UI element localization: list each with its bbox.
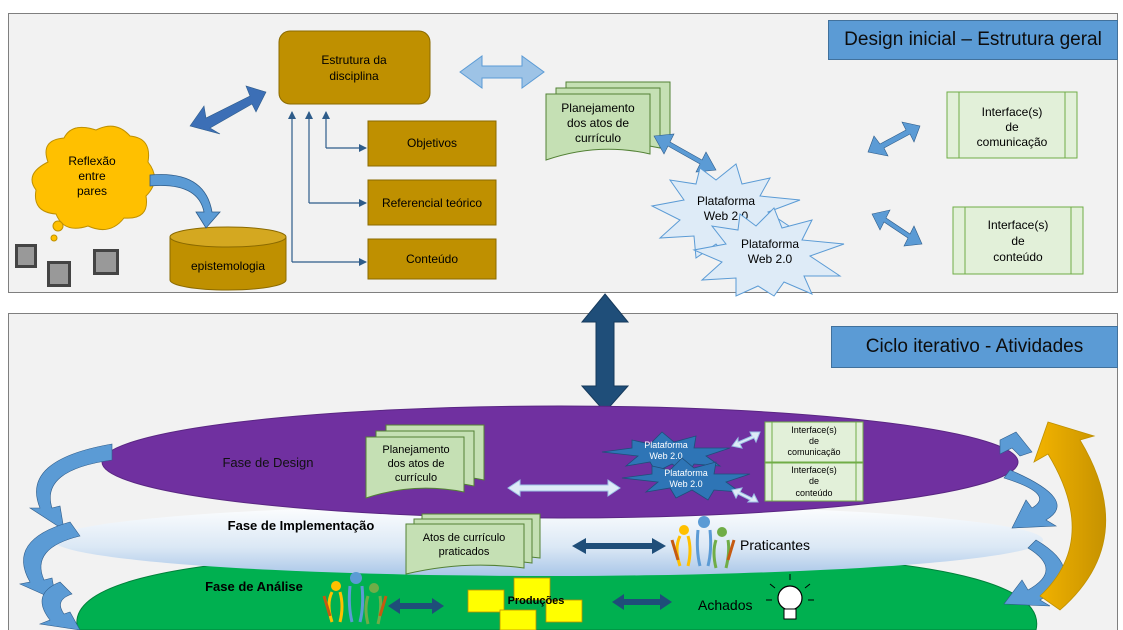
people-photo-icon [15, 244, 119, 287]
ciclo-planejamento-line1: Planejamento [382, 444, 449, 456]
ciclo-plataforma-2-line2: Web 2.0 [669, 479, 702, 489]
interface-conteudo-line1: Interface(s) [988, 218, 1049, 232]
ciclo-iterativo-title: Ciclo iterativo - Atividades [831, 326, 1118, 368]
ciclo-planejamento-plataforma-arrow [507, 479, 621, 497]
plataforma-1-line2: Web 2.0 [704, 209, 749, 223]
ciclo-plataforma-1-line2: Web 2.0 [649, 451, 682, 461]
reflexao-bubble [31, 125, 155, 242]
cycle-right-arrow-small [999, 431, 1033, 457]
ciclo-interface-comunicacao-box [764, 421, 864, 463]
estrutura-planejamento-arrow [459, 55, 545, 89]
cycle-left-arrow-1 [28, 443, 113, 531]
fase-analise-label: Fase de Análise [205, 579, 303, 594]
epistemologia-label: epistemologia [191, 259, 265, 273]
fase-implementacao-label: Fase de Implementação [228, 518, 375, 533]
interface-comunicacao-line3: comunicação [977, 135, 1048, 149]
planejamento-line3: currículo [575, 131, 621, 145]
ciclo-plataforma-starburst-1 [601, 431, 731, 475]
interface-comunicacao-line2: de [1005, 120, 1019, 134]
ciclo-interface-conteudo-line2: de [809, 476, 819, 486]
ciclo-planejamento-line2: dos atos de [388, 458, 445, 470]
planejamento-document-stack [545, 81, 671, 161]
cycle-right-arrow-1 [1003, 469, 1058, 529]
ciclo-interface-comunicacao-line3: comunicação [787, 447, 840, 457]
ciclo-plataforma-starburst-2 [621, 457, 751, 501]
ciclo-plataforma-1-line1: Plataforma [644, 440, 688, 450]
planejamento-line1: Planejamento [561, 101, 635, 115]
cycle-return-gold-arrow [1033, 421, 1106, 611]
panels-link-arrow [580, 293, 630, 413]
conteudo-box [367, 238, 497, 280]
reflexao-line3: pares [77, 184, 107, 198]
plataforma-comunicacao-arrow [867, 121, 921, 157]
cycle-left-arrow-2 [19, 521, 81, 601]
referencial-label: Referencial teórico [382, 196, 482, 210]
planejamento-plataforma-arrow [653, 133, 717, 173]
reflexao-line1: Reflexão [68, 154, 116, 168]
atos-praticados-stack [405, 513, 541, 575]
producoes-boxes [467, 577, 583, 630]
estrutura-label-line1: Estrutura da [321, 53, 387, 67]
conteudo-label: Conteúdo [406, 252, 458, 266]
lightbulb-icon [766, 574, 814, 620]
reflexao-to-epistemologia-arrow [149, 174, 221, 229]
producoes-label: Produções [508, 595, 565, 607]
ciclo-interface-conteudo-box [764, 462, 864, 502]
ciclo-interface-conteudo-line3: conteúdo [795, 488, 832, 498]
reflexao-estrutura-arrow [189, 85, 267, 135]
reflexao-line2: entre [78, 169, 106, 183]
plataforma-1-line1: Plataforma [697, 194, 755, 208]
interface-conteudo-line3: conteúdo [993, 250, 1043, 264]
plataforma-starburst-2 [692, 207, 845, 297]
ciclo-comunicacao-arrow [731, 431, 761, 449]
estrutura-disciplina-box [278, 30, 431, 105]
atos-praticantes-arrow [572, 538, 666, 554]
planejamento-line2: dos atos de [567, 116, 629, 130]
interface-comunicacao-line1: Interface(s) [982, 105, 1043, 119]
interface-conteudo-box [952, 206, 1084, 275]
estrutura-label-line2: disciplina [329, 69, 379, 83]
praticantes-label: Praticantes [740, 537, 810, 553]
plataforma-2-line2: Web 2.0 [748, 252, 793, 266]
interface-comunicacao-box [946, 91, 1078, 159]
fase-design-label: Fase de Design [222, 455, 313, 470]
interface-conteudo-line2: de [1011, 234, 1025, 248]
ciclo-plataforma-2-line1: Plataforma [664, 468, 708, 478]
fase-implementacao-ellipse [53, 504, 1043, 576]
ciclo-planejamento-line3: currículo [395, 472, 437, 484]
objetivos-box [367, 120, 497, 167]
cycle-left-arrow-3 [38, 581, 81, 630]
achados-label: Achados [698, 597, 752, 613]
objetivos-label: Objetivos [407, 136, 457, 150]
ciclo-interface-comunicacao-line2: de [809, 436, 819, 446]
analise-people-icon [322, 572, 388, 625]
ciclo-interface-conteudo-line1: Interface(s) [791, 465, 837, 475]
plataforma-conteudo-arrow [871, 209, 923, 247]
ciclo-planejamento-stack [365, 424, 485, 499]
producoes-achados-arrow [612, 594, 672, 610]
atos-praticados-line1: Atos de currículo [423, 532, 506, 544]
estrutura-connectors [288, 111, 367, 266]
referencial-box [367, 179, 497, 226]
epistemologia-cylinder [169, 226, 287, 291]
design-inicial-title: Design inicial – Estrutura geral [828, 20, 1118, 60]
analise-producoes-arrow [388, 598, 444, 614]
praticantes-people-icon [670, 516, 736, 569]
ciclo-interface-comunicacao-line1: Interface(s) [791, 425, 837, 435]
atos-praticados-line2: praticados [439, 546, 490, 558]
plataforma-2-line1: Plataforma [741, 237, 799, 251]
ciclo-conteudo-arrow [731, 487, 759, 503]
